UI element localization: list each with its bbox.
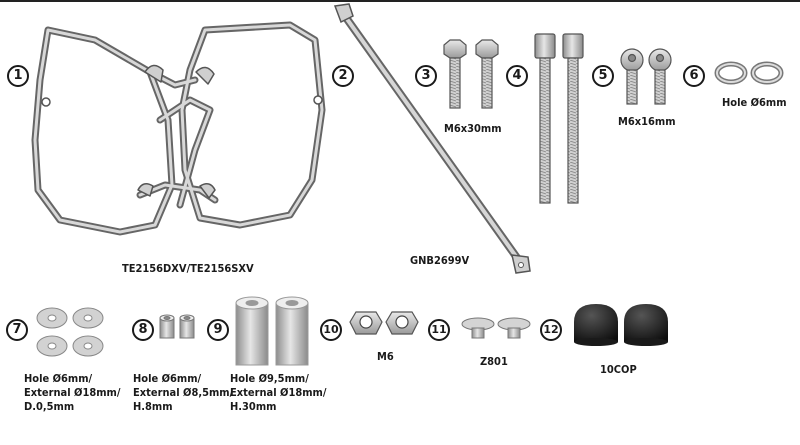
long-socket-screw-icon (534, 33, 584, 204)
top-rule (0, 0, 800, 2)
small-spacer-icon (159, 314, 195, 339)
lock-nut-icon (349, 311, 419, 335)
part-number-9: 9 (207, 319, 229, 341)
part-number-6: 6 (683, 65, 705, 87)
part-number-11: 11 (428, 319, 450, 341)
part-label-1: TE2156DXV/TE2156SXV (122, 262, 254, 275)
flat-washer-icon (36, 307, 104, 357)
part-number-2: 2 (332, 65, 354, 87)
part-label-5: M6x16mm (618, 115, 676, 128)
part-number-1: 1 (7, 65, 29, 87)
short-bolt-icon (620, 48, 672, 105)
side-frame-icon (31, 21, 326, 236)
part-number-7: 7 (6, 319, 28, 341)
hex-bolt-icon (443, 39, 499, 109)
spring-washer-icon (714, 61, 784, 85)
part-number-8: 8 (132, 319, 154, 341)
part-number-5: 5 (592, 65, 614, 87)
part-number-3: 3 (415, 65, 437, 87)
part-label-6: Hole Ø6mm (722, 96, 787, 109)
part-label-2: GNB2699V (410, 254, 470, 267)
part-label-11: Z801 (480, 355, 508, 368)
strut-bar-icon (333, 3, 531, 274)
part-label-7: Hole Ø6mm/ External Ø18mm/ D.0,5mm (24, 372, 121, 413)
large-spacer-icon (235, 296, 309, 366)
cap-nut-icon (574, 304, 668, 346)
part-label-10: M6 (377, 350, 394, 363)
part-label-12: 10COP (600, 363, 637, 376)
part-number-4: 4 (506, 65, 528, 87)
part-number-10: 10 (320, 319, 342, 341)
push-clip-icon (461, 317, 531, 339)
part-label-9: Hole Ø9,5mm/ External Ø18mm/ H.30mm (230, 372, 327, 413)
part-label-8: Hole Ø6mm/ External Ø8,5mm/ H.8mm (133, 372, 234, 413)
part-label-3: M6x30mm (444, 122, 502, 135)
part-number-12: 12 (540, 319, 562, 341)
